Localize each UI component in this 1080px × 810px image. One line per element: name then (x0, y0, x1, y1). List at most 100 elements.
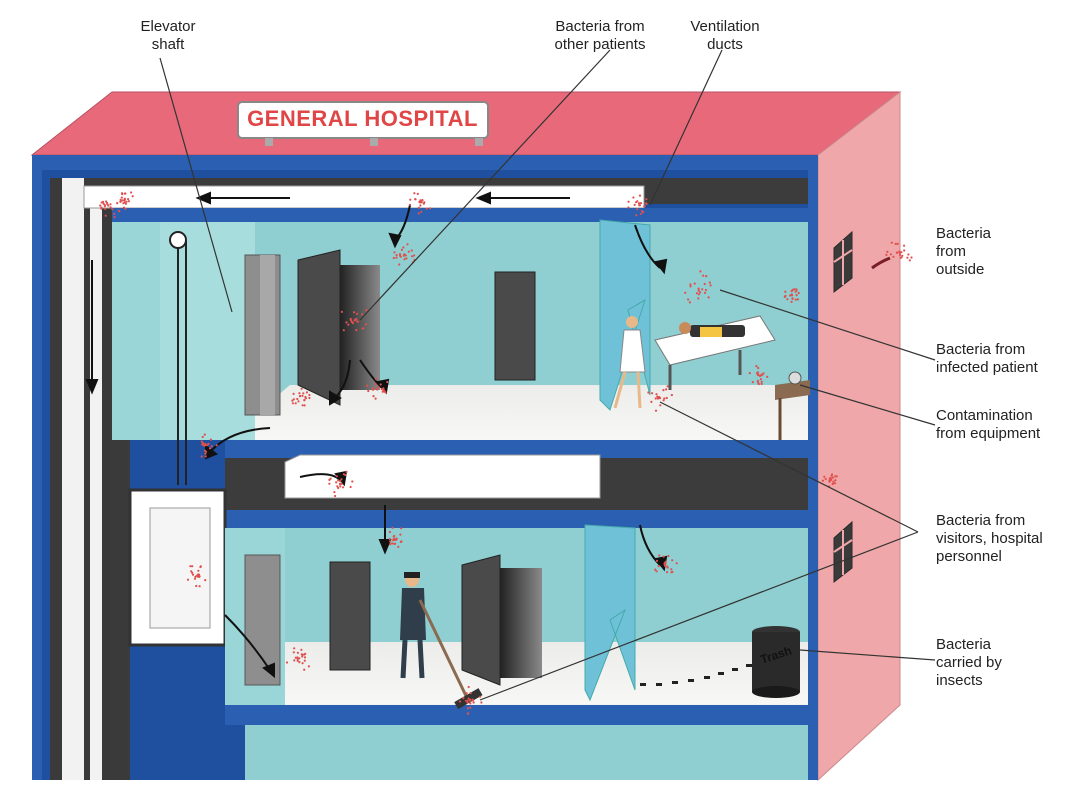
bacteria-dot (697, 293, 701, 296)
bacteria-dot (197, 569, 200, 572)
bacteria-dot (824, 477, 827, 481)
bacteria-dot (200, 440, 203, 443)
bacteria-dot (795, 288, 798, 291)
bacteria-dot (103, 205, 106, 208)
label-bacteria-insects: Bacteria carried by insects (936, 636, 1002, 689)
bacteria-dot (702, 274, 705, 277)
lower-partition-wall (584, 524, 636, 702)
bacteria-dot (903, 244, 906, 247)
bacteria-dot (469, 692, 472, 695)
bacteria-dot (663, 563, 667, 567)
trash-can-icon (752, 626, 800, 698)
insect-trail-icon (640, 664, 752, 686)
bacteria-dot (910, 256, 913, 259)
bacteria-dot (198, 575, 201, 579)
elevator-pulley (169, 231, 187, 249)
bacteria-dot (831, 476, 835, 479)
bacteria-dot (303, 656, 307, 659)
bacteria-dot (480, 701, 483, 704)
bacteria-dot (684, 291, 687, 294)
bacteria-dot (99, 204, 102, 207)
bacteria-dot (786, 298, 789, 301)
bacteria-dot (890, 241, 893, 244)
bacteria-dot (638, 204, 642, 207)
bacteria-dot (361, 313, 364, 316)
bacteria-dot (898, 254, 902, 257)
bacteria-dot (418, 200, 422, 204)
bacteria-dot (301, 653, 304, 656)
bacteria-dot (885, 253, 888, 256)
hospital-sign-text: GENERAL HOSPITAL (247, 106, 478, 131)
bacteria-dot (411, 255, 414, 258)
bacteria-dot (199, 565, 202, 569)
bacteria-dot (468, 699, 471, 702)
bacteria-dot (308, 396, 311, 400)
bacteria-dot (301, 404, 304, 407)
bacteria-dot (374, 377, 377, 381)
bacteria-dot (663, 397, 666, 400)
bacteria-dot (898, 250, 901, 253)
bacteria-dot (122, 206, 126, 209)
bacteria-dot (465, 692, 468, 695)
bacteria-dot (701, 288, 704, 291)
bacteria-dot (372, 395, 375, 398)
bacteria-dot (353, 311, 356, 314)
bacteria-dot (400, 527, 403, 530)
upper-doorway (340, 265, 380, 390)
bacteria-dot (670, 571, 673, 574)
pointer-lines (159, 49, 936, 701)
bacteria-dot (104, 207, 107, 210)
bacteria-dot (394, 542, 397, 545)
bacteria-dot (361, 327, 364, 330)
bacteria-dot (201, 443, 204, 446)
bacteria-dot (467, 697, 470, 700)
bacteria-dot (301, 662, 304, 665)
bacteria-dot (120, 196, 123, 199)
bacteria-dot (294, 656, 297, 659)
bacteria-dot (639, 202, 643, 205)
bacteria-dot (823, 475, 826, 478)
bacteria-dot (374, 382, 377, 386)
bacteria-dot (191, 573, 195, 576)
bacteria-dot (202, 443, 205, 446)
bacteria-dot (896, 242, 899, 245)
bacteria-dot (208, 447, 212, 450)
bacteria-dot (364, 323, 368, 326)
bacteria-dot (186, 578, 190, 581)
bacteria-dot (397, 545, 400, 549)
bacteria-dot (627, 200, 630, 203)
label-contamination-equipment: Contamination from equipment (936, 407, 1041, 442)
bacteria-dot (123, 192, 126, 195)
bacteria-dot (384, 391, 387, 394)
bacteria-dot (376, 388, 379, 391)
bacteria-dot (413, 192, 416, 195)
bacteria-dot (191, 565, 194, 568)
bacteria-dot (755, 365, 758, 368)
bacteria-dot (689, 285, 692, 288)
bacteria-dot (371, 388, 375, 391)
bacteria-dot (339, 480, 342, 483)
bacteria-dot (709, 284, 712, 287)
bacteria-dot (471, 699, 474, 702)
window-icon (833, 520, 853, 584)
bacteria-dot (407, 250, 410, 253)
bacteria-dot (658, 554, 661, 557)
bacteria-dot (643, 204, 646, 208)
bacteria-dot (347, 323, 350, 326)
bacteria-dot (392, 535, 395, 538)
bacteria-dot (830, 474, 833, 477)
bacteria-dot (403, 258, 406, 261)
bacteria-dot (663, 562, 666, 565)
arrow-icon (85, 191, 891, 679)
bacteria-dot (756, 371, 760, 374)
bacteria-dot (795, 294, 798, 297)
bacteria-dot (342, 486, 345, 489)
bacteria-dot (344, 473, 347, 477)
bacteria-dot (292, 398, 295, 401)
bacteria-dot (395, 537, 398, 540)
bacteria-dot (647, 391, 650, 394)
bacteria-dot (479, 695, 482, 698)
bacteria-dot (651, 392, 654, 395)
bacteria-dot (303, 653, 306, 656)
